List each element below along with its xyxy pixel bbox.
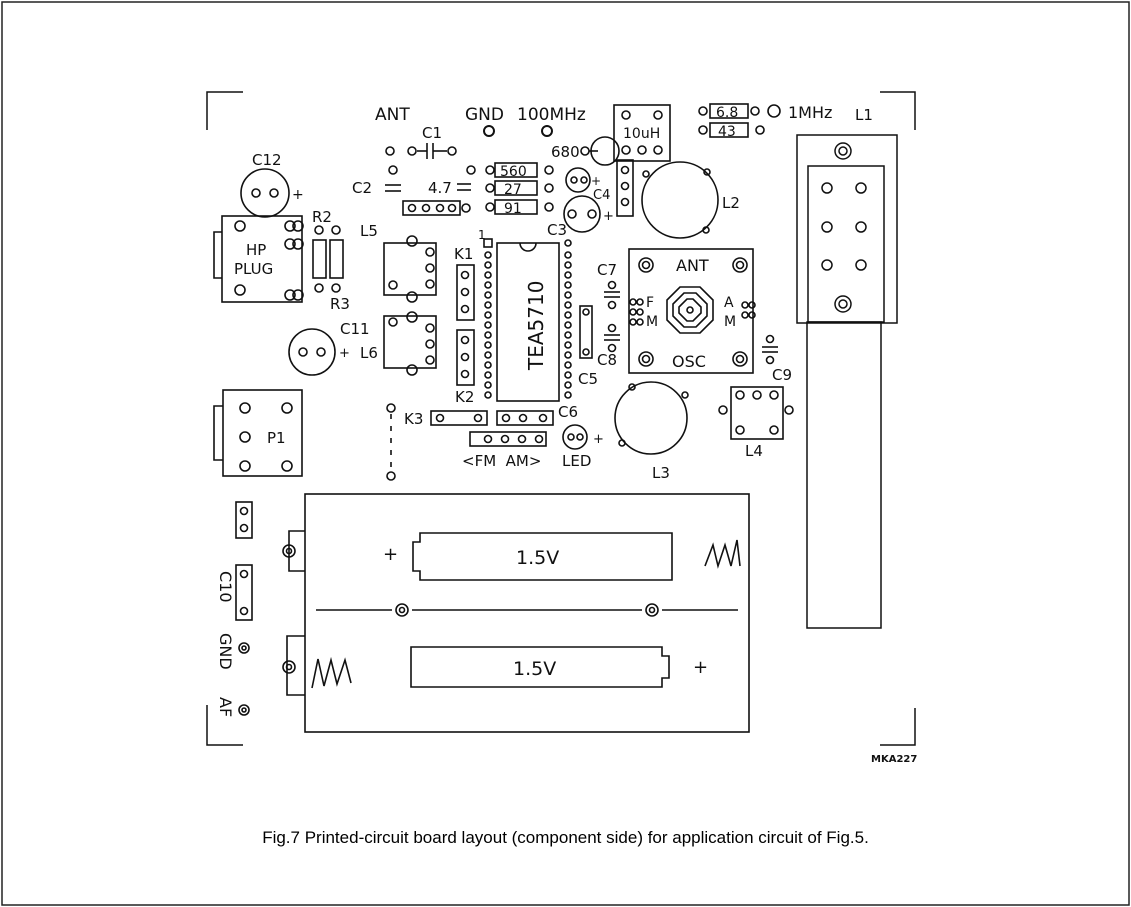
coil-ant-label: ANT [676,256,709,275]
battery2-label: 1.5V [513,658,556,680]
fm-m-label: M [646,314,658,330]
c4-capacitor [565,167,591,193]
l3-label: L3 [652,464,670,482]
led-label: LED [562,452,591,470]
r2-label: R2 [312,208,332,226]
k3-label: K3 [404,410,423,428]
c12-plus: + [292,187,304,203]
r-680 [580,136,620,166]
led-plus: + [593,432,604,447]
led [562,424,588,450]
freq-100mhz-label: 100MHz [517,105,586,125]
tea5710-ic [483,238,572,402]
c3-plus: + [603,209,614,224]
c10-label: C10 [216,571,235,603]
c8-label: C8 [597,351,617,369]
fm-am-switch [469,431,547,447]
l5-label: L5 [360,222,378,240]
c11-plus: + [339,346,350,361]
k1-jumper [456,264,475,386]
c4-label: C4 [593,188,610,203]
plug-label: PLUG [234,260,273,278]
c4-plus: + [591,174,601,188]
l4-coil [718,386,794,440]
side-pads [235,501,253,716]
hp-label: HP [246,241,266,259]
c2-capacitor [385,165,461,216]
k3-jumper [430,410,554,426]
cap-4-7 [457,183,471,213]
r3-label: R3 [330,295,350,313]
c6-label: C6 [558,403,578,421]
battery2-plus: + [693,657,708,678]
r-680-label: 680 [551,143,580,161]
c5-label: C5 [578,370,598,388]
battery1-plus: + [383,544,398,565]
am-a-label: A [724,295,734,311]
l5-coil [383,235,437,303]
battery-holder [282,493,750,733]
freq-1mhz-label: 1MHz [788,103,832,122]
freq-100mhz-pad [541,125,553,137]
r-43-label: 43 [718,124,736,140]
r-560-label: 560 [500,164,527,180]
r-91-label: 91 [504,201,522,217]
c12-capacitor [240,168,290,218]
gnd-label: GND [465,105,504,125]
v4-7-label: 4.7 [428,179,452,197]
l3-coil [614,381,689,455]
ant-osc-coil-module [628,248,756,374]
ic-pin1-label: 1 [478,228,486,242]
gnd-pad [483,125,495,137]
figure-code: MKA227 [871,754,917,765]
l6-label: L6 [360,344,378,362]
c11-capacitor [288,328,336,376]
hp-plug [213,215,304,303]
am-m-label: M [724,314,736,330]
r-27-label: 27 [504,182,522,198]
battery1-label: 1.5V [516,547,559,569]
k2-label: K2 [455,388,474,406]
l6-coil [383,311,437,376]
c7-c8-capacitors [604,280,620,353]
resistor-6-8-43 [698,103,781,138]
r-6-8-label: 6.8 [716,105,738,121]
c9-capacitor [762,334,778,365]
c2-label: C2 [352,179,372,197]
board-corner-marks [206,91,916,746]
c9-label: C9 [772,366,792,384]
inductor-10uh-label: 10uH [623,126,660,142]
r2-r3-resistors [312,225,344,293]
ant-top-label: ANT [375,105,410,125]
resistor-bank [466,162,554,215]
k1-label: K1 [454,245,473,263]
c12-label: C12 [252,151,282,169]
gnd-side-label: GND [216,633,235,670]
coil-osc-label: OSC [672,352,706,371]
l1-coil [796,134,898,629]
l2-coil [641,161,719,239]
l4-label: L4 [745,442,763,460]
c3-capacitor [563,195,601,233]
wire-link [386,403,396,481]
fm-am-label: <FM AM> [462,452,541,470]
p1-connector [213,389,303,477]
c1-capacitor [385,143,457,159]
c5-capacitor [579,305,593,359]
ic-label: TEA5710 [524,281,548,371]
c1-label: C1 [422,124,442,142]
inductor-10uh [613,104,671,217]
fm-f-label: F [646,295,654,311]
af-side-label: AF [216,697,235,717]
figure-caption: Fig.7 Printed-circuit board layout (comp… [262,828,869,847]
c11-label: C11 [340,320,370,338]
c3-label: C3 [547,221,567,239]
l2-label: L2 [722,194,740,212]
l1-label: L1 [855,106,873,124]
c7-label: C7 [597,261,617,279]
p1-label: P1 [267,429,286,447]
